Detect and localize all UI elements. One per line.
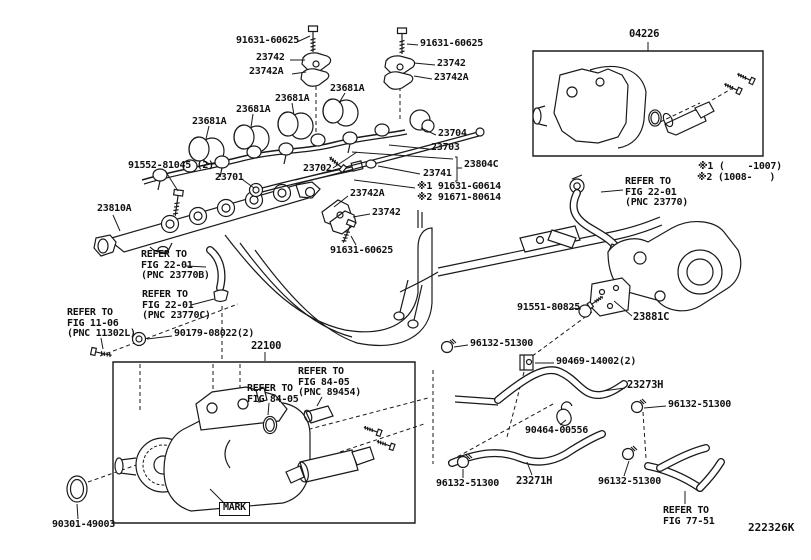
part-label-23742-top-right: 23742 <box>437 58 466 69</box>
figure-code: 222326K <box>748 521 795 534</box>
part-label-23701: 23701 <box>215 172 244 183</box>
note-applicability-2: ※2 (1008- ) <box>697 172 776 183</box>
grommet-art <box>188 98 359 165</box>
part-label-23742A-mid: 23742A <box>350 188 385 199</box>
part-label-23273H: 23273H <box>627 379 664 391</box>
part-label-23742A-top-right: 23742A <box>434 72 469 83</box>
pipe-clamp-art-right <box>384 27 415 89</box>
part-label-96132-51300-right: 96132-51300 <box>668 399 731 410</box>
part-label-23742-mid: 23742 <box>372 207 401 218</box>
part-label-23881C: 23881C <box>633 311 670 323</box>
leader-lines <box>77 36 685 519</box>
part-label-91631-60625-top-left: 91631-60625 <box>236 35 299 46</box>
refer-block-fig22-01-23770: REFER TO FIG 22-01 (PNC 23770) <box>625 176 688 208</box>
part-label-91552-81045: 91552-81045 (2) <box>128 160 214 171</box>
part-label-23804C: 23804C <box>464 159 499 170</box>
part-label-96132-51300-bottom-left: 96132-51300 <box>436 478 499 489</box>
part-label-90179-08022: 90179-08022(2) <box>174 328 255 339</box>
refer-block-fig22-01-23770C: REFER TO FIG 22-01 (PNC 23770C) <box>142 289 211 321</box>
part-label-91631-G0614-note1: ※1 91631-G0614 <box>417 181 501 192</box>
injection-pump-box-art <box>113 362 415 523</box>
part-label-23681A-1: 23681A <box>330 83 365 94</box>
part-label-23810A: 23810A <box>97 203 132 214</box>
part-label-23681A-3: 23681A <box>236 104 271 115</box>
fuel-rail-art <box>94 182 320 256</box>
part-label-91631-60625-top-right: 91631-60625 <box>420 38 483 49</box>
part-label-23681A-2: 23681A <box>275 93 310 104</box>
mid-clamp-art <box>322 200 356 245</box>
fuel-pipe-art <box>250 128 485 197</box>
part-label-23681A-4: 23681A <box>192 116 227 127</box>
part-label-23742A-top-left: 23742A <box>249 66 284 77</box>
refer-block-fig22-01-23770B: REFER TO FIG 22-01 (PNC 23770B) <box>141 249 210 281</box>
part-label-90469-14002: 90469-14002(2) <box>556 356 637 367</box>
refer-block-fig84-05: REFER TO FIG 84-05 <box>247 383 299 405</box>
part-label-04226: 04226 <box>629 28 660 40</box>
part-label-90301-49003: 90301-49003 <box>52 519 115 530</box>
note-applicability-1: ※1 ( -1007) <box>698 161 782 172</box>
refer-block-fig84-05-89454: REFER TO FIG 84-05 (PNC 89454) <box>298 366 361 398</box>
refer-hose-art-left <box>90 250 228 360</box>
part-label-91551-80825: 91551-80825 <box>517 302 580 313</box>
pipe-clamp-art-left <box>301 25 331 86</box>
mark-tag: MARK <box>219 502 250 516</box>
part-label-91631-60625-mid: 91631-60625 <box>330 245 393 256</box>
part-label-23741: 23741 <box>423 168 452 179</box>
front-oring-art <box>66 475 88 503</box>
part-label-90464-00556: 90464-00556 <box>525 425 588 436</box>
part-label-23702: 23702 <box>303 163 332 174</box>
part-label-23271H: 23271H <box>516 475 553 487</box>
water-hose-art <box>440 338 722 488</box>
right-component-art <box>579 222 741 317</box>
part-label-23703: 23703 <box>431 142 460 153</box>
part-label-96132-51300-mid: 96132-51300 <box>470 338 533 349</box>
part-label-23742-top-left: 23742 <box>256 52 285 63</box>
part-label-96132-51300-bottom-mid: 96132-51300 <box>598 476 661 487</box>
refer-block-fig77-51: REFER TO FIG 77-51 <box>663 505 715 527</box>
refer-block-fig11-06-11302L: REFER TO FIG 11-06 (PNC 11302L) <box>67 307 136 339</box>
part-label-22100: 22100 <box>251 340 282 352</box>
part-label-23704: 23704 <box>438 128 467 139</box>
supply-pump-box-art <box>533 51 763 156</box>
part-label-91671-80614-note2: ※2 91671-80614 <box>417 192 501 203</box>
injector-harness-art <box>142 110 434 190</box>
